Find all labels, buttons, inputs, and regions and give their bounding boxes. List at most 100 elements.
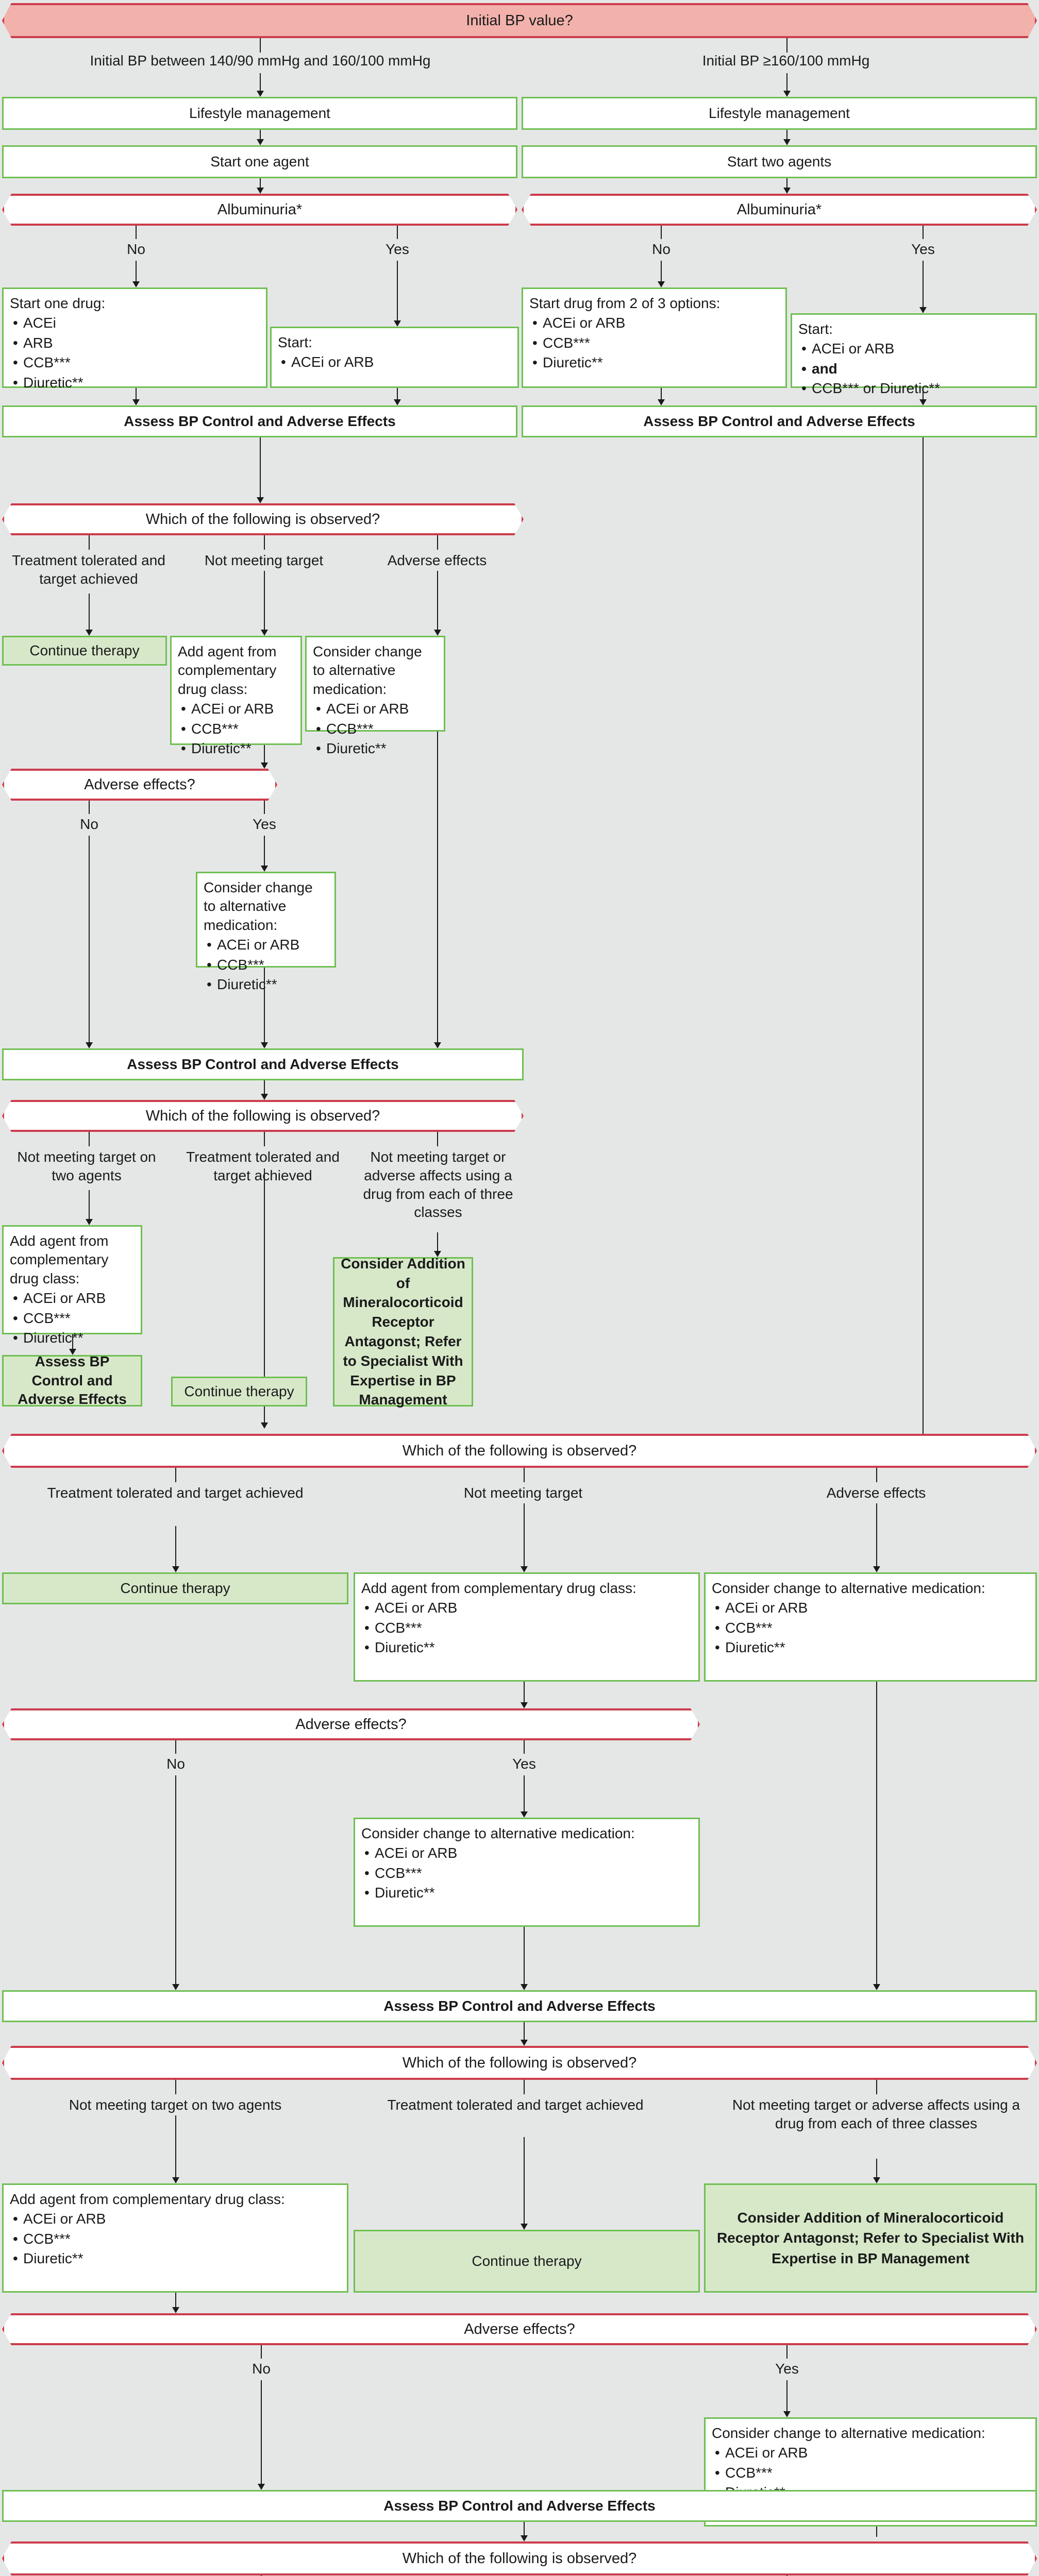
- decision-which-observed-5[interactable]: Which of the following is observed?: [2, 2541, 1037, 2575]
- process-add-agent-4[interactable]: Add agent from complementary drug class:…: [2, 2183, 348, 2293]
- process-assess-right[interactable]: Assess BP Control and Adverse Effects: [522, 405, 1037, 437]
- arrow-head: [261, 762, 268, 769]
- process-add-agent-1[interactable]: Add agent from complementary drug class:…: [170, 636, 302, 758]
- process-label: Assess BP Control and Adverse Effects: [127, 1056, 399, 1072]
- box-heading: Add agent from complementary drug class:: [361, 1580, 636, 1596]
- process-label: Assess BP Control and Adverse Effects: [18, 1353, 127, 1408]
- process-label: Consider Addition of Mineralocorticoid R…: [716, 2210, 1025, 2266]
- decision-label: Albuminuria*: [217, 201, 303, 218]
- connector: [524, 1927, 525, 1985]
- connector: [261, 2380, 262, 2485]
- process-consider-change-3[interactable]: Consider change to alternative medicatio…: [704, 1572, 1037, 1682]
- process-assess-2[interactable]: Assess BP Control and Adverse Effects: [2, 1048, 524, 1080]
- connector: [264, 836, 265, 867]
- branch-label-adverse: Adverse effects: [826, 1485, 926, 1501]
- process-label: Consider Addition of Mineralocorticoid R…: [341, 1255, 465, 1408]
- list-item: ACEi or ARB: [181, 700, 294, 719]
- branch-label-yes: Yes: [253, 816, 276, 832]
- process-mineralocorticoid-1[interactable]: Consider Addition of Mineralocorticoid R…: [333, 1256, 473, 1408]
- connector: [923, 226, 924, 239]
- connector: [524, 1740, 525, 1754]
- connector: [260, 38, 261, 53]
- drug-list: ACEi or ARB CCB*** Diuretic**: [10, 1289, 135, 1348]
- list-item: CCB***: [715, 2464, 1029, 2483]
- box-heading: Add agent from complementary drug class:: [10, 1233, 109, 1286]
- drug-list: ACEi or ARB CCB*** Diuretic**: [712, 1599, 1029, 1657]
- connector: [786, 2345, 787, 2359]
- decision-which-observed-1[interactable]: Which of the following is observed?: [2, 503, 524, 535]
- connector: [175, 2080, 176, 2094]
- process-add-agent-3[interactable]: Add agent from complementary drug class:…: [354, 1572, 700, 1682]
- arrow-head: [783, 139, 791, 145]
- box-heading: Start drug from 2 of 3 options:: [529, 295, 720, 311]
- process-assess-5[interactable]: Assess BP Control and Adverse Effects: [2, 2490, 1037, 2522]
- decision-label: Adverse effects?: [464, 2320, 575, 2337]
- connector: [175, 1526, 176, 1567]
- list-item: Diuretic**: [207, 975, 328, 994]
- process-label: Assess BP Control and Adverse Effects: [383, 2497, 656, 2514]
- connector: [437, 535, 438, 550]
- process-continue-therapy-1[interactable]: Continue therapy: [2, 636, 167, 666]
- process-consider-change-4[interactable]: Consider change to alternative medicatio…: [354, 1818, 700, 1927]
- process-consider-change-2[interactable]: Consider change to alternative medicatio…: [196, 872, 336, 994]
- decision-which-observed-3[interactable]: Which of the following is observed?: [2, 1434, 1037, 1468]
- list-item: Diuretic**: [364, 1884, 692, 1903]
- list-item: ACEi or ARB: [364, 1844, 692, 1863]
- branch-label-yes: Yes: [512, 1756, 536, 1772]
- list-item: CCB***: [13, 2230, 341, 2249]
- decision-albuminuria-right[interactable]: Albuminuria*: [522, 194, 1037, 226]
- arrow-head: [257, 139, 264, 145]
- process-start-one-drug[interactable]: Start one drug: ACEi ARB CCB*** Diuretic…: [2, 287, 267, 392]
- box-heading: Start:: [278, 334, 312, 350]
- process-consider-change-1[interactable]: Consider change to alternative medicatio…: [305, 636, 445, 758]
- box-heading: Consider change to alternative medicatio…: [313, 643, 422, 697]
- connector-right-trunk: [923, 437, 924, 1441]
- decision-adverse-effects-3[interactable]: Adverse effects?: [2, 2313, 1037, 2345]
- drug-list: ACEi or ARB CCB*** Diuretic**: [529, 314, 779, 372]
- process-continue-therapy-3[interactable]: Continue therapy: [2, 1572, 348, 1604]
- list-item: CCB***: [532, 334, 779, 353]
- connector: [260, 73, 261, 92]
- arrow-head: [261, 630, 268, 636]
- drug-list: ACEi or ARB CCB*** Diuretic**: [204, 936, 328, 994]
- decision-adverse-effects-2[interactable]: Adverse effects?: [2, 1708, 700, 1740]
- decision-initial-bp[interactable]: Initial BP value?: [2, 3, 1037, 38]
- connector: [261, 2345, 262, 2359]
- process-start-2of3[interactable]: Start drug from 2 of 3 options: ACEi or …: [522, 287, 787, 388]
- arrow-head: [521, 1984, 528, 1990]
- process-continue-therapy-4[interactable]: Continue therapy: [354, 2230, 700, 2293]
- process-label: Continue therapy: [472, 2252, 582, 2269]
- process-lifestyle-left[interactable]: Lifestyle management: [2, 97, 517, 130]
- process-start-one-agent[interactable]: Start one agent: [2, 145, 517, 178]
- process-lifestyle-right[interactable]: Lifestyle management: [522, 97, 1037, 130]
- list-item: Diuretic**: [13, 374, 260, 393]
- box-heading: Add agent from complementary drug class:: [178, 643, 277, 697]
- connector: [661, 388, 662, 400]
- process-assess-4[interactable]: Assess BP Control and Adverse Effects: [2, 1990, 1037, 2022]
- drug-list: ACEi or ARB CCB*** Diuretic**: [361, 1844, 692, 1903]
- decision-which-observed-2[interactable]: Which of the following is observed?: [2, 1100, 524, 1132]
- process-start-two-agents[interactable]: Start two agents: [522, 145, 1037, 178]
- list-item: ACEi or ARB: [316, 700, 438, 719]
- process-assess-left[interactable]: Assess BP Control and Adverse Effects: [2, 405, 517, 437]
- arrow-head: [172, 2307, 179, 2313]
- decision-which-observed-4[interactable]: Which of the following is observed?: [2, 2046, 1037, 2080]
- process-add-agent-2[interactable]: Add agent from complementary drug class:…: [2, 1225, 142, 1348]
- process-continue-therapy-2[interactable]: Continue therapy: [171, 1377, 307, 1406]
- arrow-head: [172, 2177, 179, 2183]
- process-start-combo[interactable]: Start: ACEi or ARB and CCB*** or Diureti…: [791, 313, 1037, 398]
- branch-label-not-meeting: Not meeting target: [204, 552, 324, 568]
- process-mineralocorticoid-2[interactable]: Consider Addition of Mineralocorticoid R…: [704, 2183, 1037, 2293]
- branch-label-no: No: [80, 816, 98, 832]
- decision-albuminuria-left[interactable]: Albuminuria*: [2, 194, 517, 226]
- process-start-acei-arb[interactable]: Start: ACEi or ARB: [270, 327, 519, 388]
- connector: [923, 388, 924, 400]
- connector: [175, 1468, 176, 1482]
- branch-label-no: No: [252, 2361, 271, 2377]
- connector: [437, 1232, 438, 1252]
- decision-adverse-effects-1[interactable]: Adverse effects?: [2, 769, 277, 801]
- process-assess-3[interactable]: Assess BP Control and Adverse Effects: [2, 1353, 142, 1408]
- list-item: ACEi or ARB: [207, 936, 328, 955]
- arrow-head: [69, 1349, 76, 1355]
- branch-label-not-meeting: Not meeting target: [463, 1485, 583, 1501]
